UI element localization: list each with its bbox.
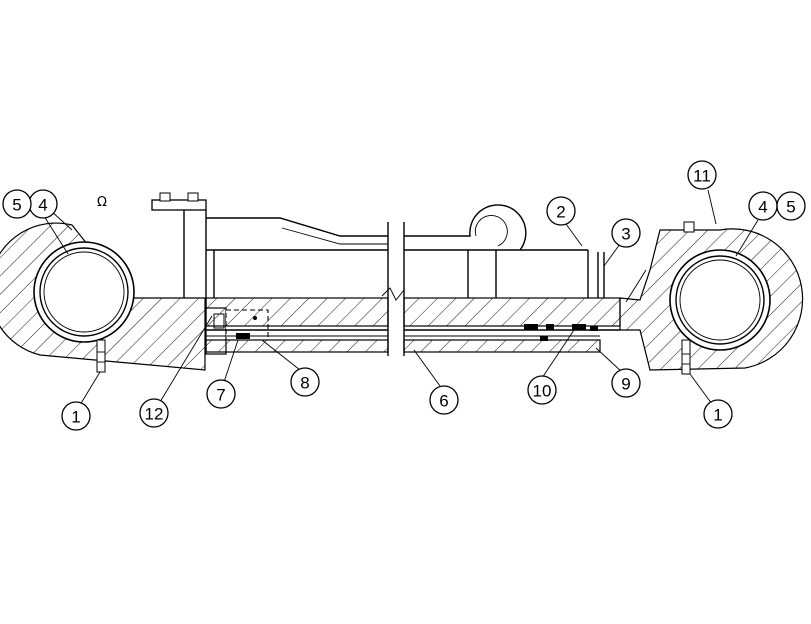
callout-label: 11 — [693, 167, 711, 186]
callout-4-right: 4 — [748, 191, 778, 221]
callout-label: 10 — [533, 382, 552, 401]
right-eye-mount — [619, 221, 804, 375]
callout-label: 7 — [216, 386, 225, 405]
callout-label: 5 — [12, 196, 21, 215]
callout-label: 2 — [556, 203, 565, 222]
leader-lines — [43, 189, 759, 406]
callout-5-left: 5 — [2, 189, 32, 219]
callout-7: 7 — [206, 379, 236, 409]
piston-rod — [205, 329, 620, 353]
left-eye-mount — [0, 209, 206, 373]
top-mark: Ω — [97, 195, 107, 210]
piston-assembly — [524, 252, 605, 341]
callout-2: 2 — [546, 196, 576, 226]
callout-9: 9 — [611, 368, 641, 398]
callout-1-right: 1 — [703, 399, 733, 429]
callout-label: 5 — [786, 198, 795, 217]
callout-label: 1 — [71, 408, 80, 427]
callout-label: 3 — [621, 225, 630, 244]
callout-10: 10 — [527, 375, 557, 405]
callout-label: 1 — [713, 406, 722, 425]
callout-5-right: 5 — [776, 191, 806, 221]
callout-label: 4 — [38, 196, 47, 215]
cylinder-barrel — [205, 204, 621, 356]
callout-1-left: 1 — [61, 401, 91, 431]
callout-label: 6 — [439, 392, 448, 411]
callout-label: 12 — [145, 405, 164, 424]
callout-12: 12 — [139, 398, 169, 428]
callout-4-left: 4 — [28, 189, 58, 219]
callout-label: 4 — [758, 198, 767, 217]
callout-label: 8 — [300, 374, 309, 393]
callout-8: 8 — [290, 367, 320, 397]
callout-6: 6 — [429, 385, 459, 415]
callout-3: 3 — [611, 218, 641, 248]
callout-label: 9 — [621, 375, 630, 394]
callout-11: 11 — [687, 160, 717, 190]
